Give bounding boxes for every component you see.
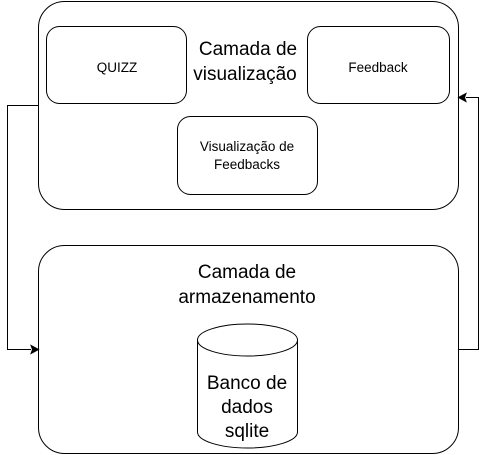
right-connector-line	[458, 97, 479, 350]
storage-layer-title: Camada de	[198, 262, 296, 283]
database-cylinder: Banco de dados sqlite	[197, 323, 298, 449]
database-label-line1: Banco de	[207, 373, 287, 394]
database-label-line3: sqlite	[225, 421, 269, 442]
feedbacks-view-label-line2: Feedbacks	[214, 157, 280, 172]
feedback-box	[307, 26, 450, 104]
storage-layer-title-line2: armazenamento	[178, 287, 315, 308]
visualization-layer-title: Camada de	[199, 39, 297, 60]
database-top	[197, 323, 298, 357]
feedbacks-view-module: Visualização de Feedbacks	[177, 116, 318, 195]
quizz-label: QUIZZ	[97, 60, 138, 75]
left-connector-arrowhead	[30, 344, 40, 355]
right-connector-arrowhead	[457, 92, 467, 103]
database-label-line2: dados	[221, 397, 273, 418]
feedback-label: Feedback	[348, 60, 408, 75]
quizz-box	[46, 26, 187, 104]
right-connector-arrow	[457, 92, 479, 350]
visualization-layer-title-line2: visualização	[193, 64, 297, 85]
feedbacks-view-label-line1: Visualização de	[200, 139, 294, 154]
database-body	[197, 340, 298, 449]
left-connector-line	[7, 105, 39, 350]
storage-layer: Camada de armazenamento Banco de dados s…	[38, 245, 459, 454]
feedback-module: Feedback	[307, 26, 450, 104]
left-connector-arrow	[7, 105, 40, 355]
quizz-module: QUIZZ	[46, 26, 187, 104]
visualization-layer: Camada de visualização QUIZZ Feedback Vi…	[38, 1, 459, 210]
feedbacks-view-box	[177, 116, 318, 195]
